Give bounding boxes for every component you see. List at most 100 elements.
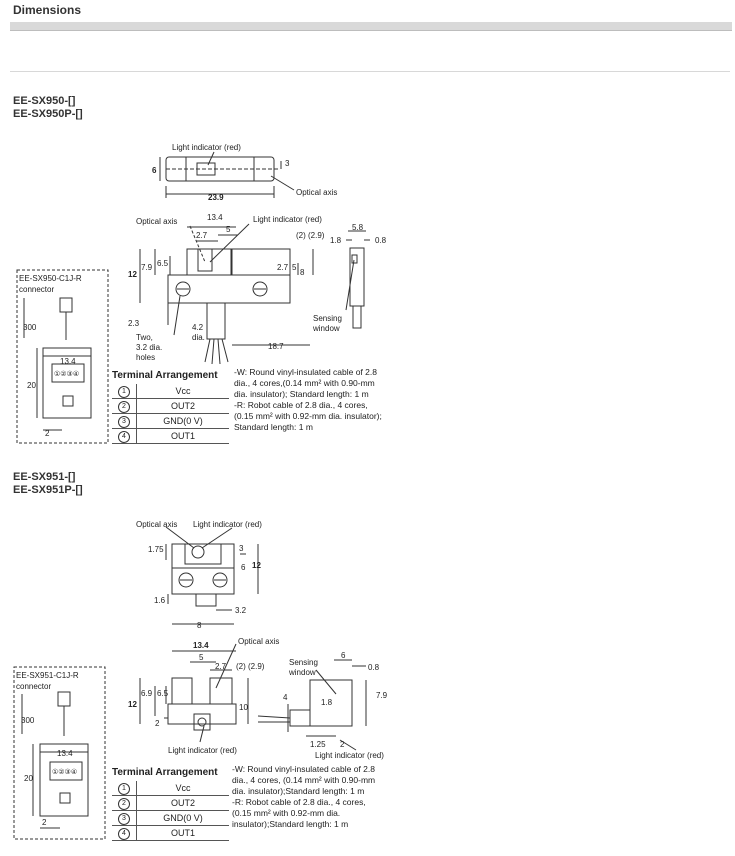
model-name-1a: EE-SX950-[]	[13, 95, 76, 107]
conn-dim-2-951: 2	[42, 818, 47, 827]
dim-12-951: 12	[252, 561, 261, 570]
dim-2-side-951: 2	[340, 740, 345, 749]
dim-6-951: 6	[241, 563, 246, 572]
dim-8-951: 8	[197, 621, 202, 630]
dim-2-7b: 2.7	[277, 263, 289, 272]
side-view-951	[257, 659, 367, 751]
dim-5-8: 5.8	[352, 223, 364, 232]
top-view-950	[159, 151, 295, 198]
conn-dim-20: 20	[27, 381, 36, 390]
dim-2-7: 2.7	[196, 231, 208, 240]
dim-1-8-951: 1.8	[321, 698, 333, 707]
side-view-950	[345, 230, 370, 329]
dim-1-8: 1.8	[330, 236, 342, 245]
dim-12-front-951: 12	[128, 700, 137, 709]
dim-2-2-9: (2) (2.9)	[296, 231, 325, 240]
dim-13-4-951: 13.4	[193, 641, 209, 650]
dim-2-7-951: 2.7	[215, 662, 227, 671]
connector-label-1: EE-SX950-C1J-R	[19, 274, 82, 283]
top-view-951	[165, 526, 259, 625]
light-indicator-label-front: Light indicator (red)	[253, 215, 322, 224]
conn-dim-2: 2	[45, 429, 50, 438]
page-title: Dimensions	[13, 3, 82, 17]
conn-pin-numbers-951: ①②③④	[52, 768, 77, 776]
dim-3-951: 3	[239, 544, 244, 553]
dim-5: 5	[226, 225, 231, 234]
connector-label-951-1: EE-SX951-C1J-R	[16, 671, 79, 680]
conn-dim-20-951: 20	[24, 774, 33, 783]
dim-0-8: 0.8	[375, 236, 387, 245]
cable-notes-2: -W: Round vinyl-insulated cable of 2.8 d…	[232, 764, 376, 829]
dim-2-2-9-951: (2) (2.9)	[236, 662, 265, 671]
terminal-arrangement-title-2: Terminal Arrangement	[112, 767, 218, 778]
front-view-950	[139, 223, 314, 365]
light-indicator-label: Light indicator (red)	[172, 143, 241, 152]
dim-3: 3	[285, 159, 290, 168]
dim-1-25: 1.25	[310, 740, 326, 749]
connector-box-951	[13, 666, 106, 840]
dim-3-2: 3.2	[235, 606, 247, 615]
dim-6-5-951: 6.5	[157, 689, 169, 698]
dim-5-951: 5	[199, 653, 204, 662]
front-view-951	[139, 643, 249, 743]
dim-10: 10	[239, 703, 248, 712]
terminal-arrangement-title-1: Terminal Arrangement	[112, 370, 218, 381]
model-name-1b: EE-SX950P-[]	[13, 108, 83, 120]
dim-7-9-951: 7.9	[376, 691, 388, 700]
sensing-window-label-1: Sensing	[313, 314, 342, 323]
dim-8: 8	[300, 268, 305, 277]
sensing-window-label-951-2: window	[288, 668, 316, 677]
dim-4-951: 4	[283, 693, 288, 702]
dim-6-9: 6.9	[141, 689, 153, 698]
header-bar	[10, 22, 732, 31]
dimension-drawing-ee-sx951: Optical axis Light indicator (red) 1.75 …	[13, 520, 388, 840]
dim-2-951: 2	[155, 719, 160, 728]
model-name-2b: EE-SX951P-[]	[13, 484, 83, 496]
dim-7-9: 7.9	[141, 263, 153, 272]
dim-12: 12	[128, 270, 137, 279]
connector-box-950	[16, 269, 109, 444]
optical-axis-label: Optical axis	[296, 188, 337, 197]
holes-label-3: holes	[136, 353, 155, 362]
dim-13-4: 13.4	[207, 213, 223, 222]
dim-5b: 5	[292, 263, 297, 272]
conn-dim-13-4: 13.4	[60, 357, 76, 366]
cable-notes-1: -W: Round vinyl-insulated cable of 2.8 d…	[234, 367, 382, 432]
light-indicator-label-front-951: Light indicator (red)	[168, 746, 237, 755]
dim-6: 6	[152, 166, 157, 175]
holes-label-2: 3.2 dia.	[136, 343, 162, 352]
conn-dim-300: 300	[23, 323, 37, 332]
connector-label-951-2: connector	[16, 682, 51, 691]
dimension-drawing-ee-sx950: Light indicator (red) Optical axis 6 3 2…	[16, 143, 387, 444]
dim-6-side-951: 6	[341, 651, 346, 660]
dim-23-9: 23.9	[208, 193, 224, 202]
sensing-window-label-951-1: Sensing	[289, 658, 318, 667]
dim-4-2: 4.2	[192, 323, 204, 332]
dim-1-6: 1.6	[154, 596, 166, 605]
light-indicator-label-side-951: Light indicator (red)	[315, 751, 384, 760]
dim-1-75: 1.75	[148, 545, 164, 554]
dim-18-7: 18.7	[268, 342, 284, 351]
optical-axis-label-front: Optical axis	[136, 217, 177, 226]
conn-dim-300-951: 300	[21, 716, 35, 725]
optical-axis-label-951: Optical axis	[136, 520, 177, 529]
dim-dia: dia.	[192, 333, 205, 342]
holes-label-1: Two,	[136, 333, 153, 342]
connector-label-2: connector	[19, 285, 54, 294]
dim-2-3: 2.3	[128, 319, 140, 328]
light-indicator-label-951: Light indicator (red)	[193, 520, 262, 529]
model-name-2a: EE-SX951-[]	[13, 471, 76, 483]
optical-axis-label-front-951: Optical axis	[238, 637, 279, 646]
conn-pin-numbers: ①②③④	[54, 370, 79, 378]
dim-0-8-951: 0.8	[368, 663, 380, 672]
